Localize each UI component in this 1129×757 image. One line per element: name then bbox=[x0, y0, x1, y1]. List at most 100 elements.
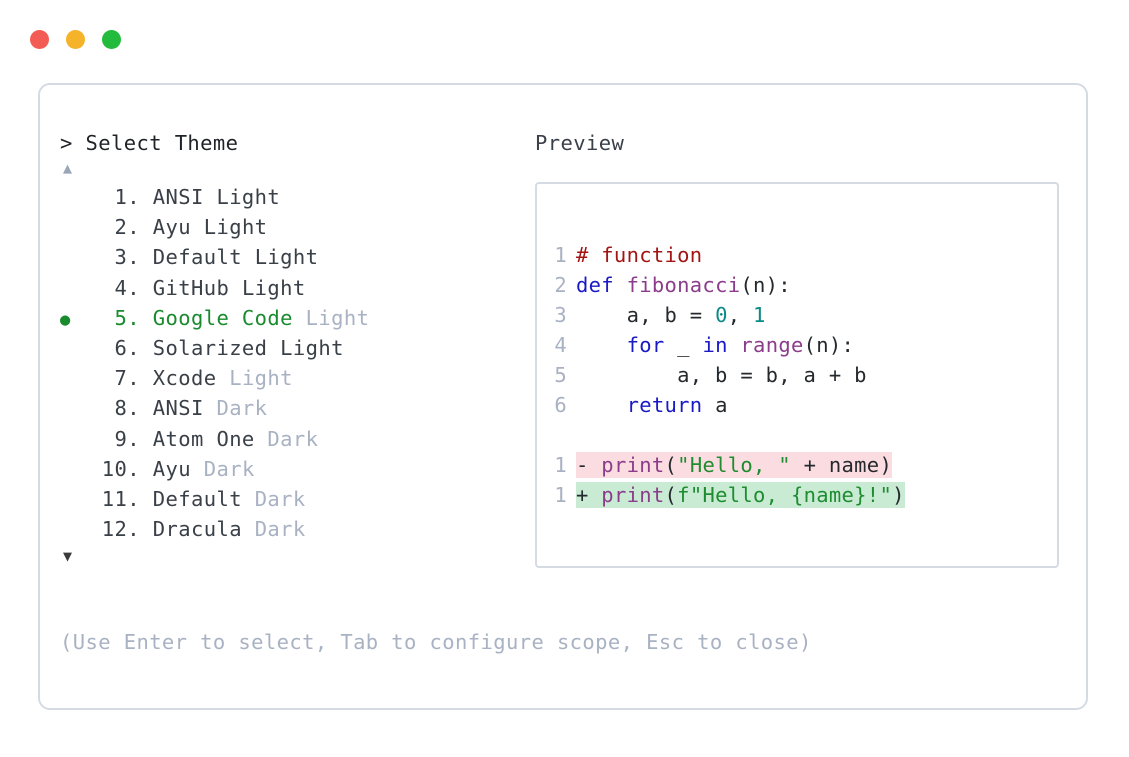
code-line: 5 a, b = b, a + b bbox=[549, 360, 1057, 390]
code-line: 3 a, b = 0, 1 bbox=[549, 300, 1057, 330]
bullet-placeholder bbox=[60, 215, 92, 243]
theme-item-variant: Dark bbox=[267, 426, 319, 451]
minimize-dot[interactable] bbox=[66, 30, 85, 49]
code-spacer bbox=[549, 420, 1057, 450]
theme-list-item[interactable]: 7. Xcode Light bbox=[60, 364, 520, 394]
code-token: in bbox=[702, 333, 728, 357]
theme-list-item[interactable]: ●5. Google Code Light bbox=[60, 304, 520, 334]
theme-item-name: Xcode bbox=[140, 366, 230, 391]
theme-item-variant: Light bbox=[203, 215, 268, 240]
code-token bbox=[728, 333, 741, 357]
bullet-placeholder bbox=[60, 396, 92, 424]
bullet-placeholder bbox=[60, 185, 92, 213]
theme-item-name: Atom One bbox=[140, 426, 268, 451]
line-number: 2 bbox=[554, 273, 567, 297]
maximize-dot[interactable] bbox=[102, 30, 121, 49]
line-number: 4 bbox=[554, 333, 567, 357]
bullet-placeholder bbox=[60, 517, 92, 545]
diff-removed-line: 1- print("Hello, " + name) bbox=[549, 450, 1057, 480]
theme-item-variant: Light bbox=[216, 185, 281, 209]
bullet-placeholder bbox=[60, 276, 92, 304]
code-token: a, b = b, a + b bbox=[576, 363, 867, 387]
diff-line-body: - print("Hello, " + name) bbox=[576, 452, 893, 478]
bullet-placeholder bbox=[60, 457, 92, 485]
preview-panel: Preview 1 # function 2 def fibonacci (n): 3 a… bbox=[535, 129, 1065, 568]
code-token: print bbox=[601, 483, 665, 507]
code-token: + name) bbox=[790, 453, 893, 477]
theme-picker-card: > Select Theme ▲ 1. ANSI Light 2. Ayu Li… bbox=[38, 83, 1088, 710]
line-number: 6 bbox=[554, 393, 567, 417]
code-token: # function bbox=[576, 243, 703, 267]
theme-list-item[interactable]: 11. Default Dark bbox=[60, 485, 520, 515]
theme-item-name: Dracula bbox=[140, 517, 255, 542]
theme-item-number: 2. bbox=[114, 215, 140, 240]
prompt-label: Select Theme bbox=[85, 131, 239, 155]
line-number: 1 bbox=[554, 243, 567, 267]
prompt-caret-icon: > bbox=[60, 131, 73, 155]
preview-code-box: 1 # function 2 def fibonacci (n): 3 a, b = 0,… bbox=[535, 182, 1059, 568]
scroll-down-arrow-icon[interactable]: ▼ bbox=[63, 547, 73, 566]
theme-list-item[interactable]: 8. ANSI Dark bbox=[60, 394, 520, 424]
code-token bbox=[576, 333, 627, 357]
theme-item-name: ANSI bbox=[140, 185, 217, 209]
theme-list-item[interactable]: 12. Dracula Dark bbox=[60, 515, 520, 545]
theme-item-number: 6. bbox=[114, 336, 140, 361]
theme-list-item[interactable]: 4. GitHub Light bbox=[60, 274, 520, 304]
theme-item-variant: Light bbox=[254, 245, 319, 270]
code-token: ( bbox=[664, 453, 678, 477]
theme-item-name: Google Code bbox=[140, 305, 306, 330]
window-controls bbox=[30, 30, 121, 49]
theme-list-item[interactable]: 9. Atom One Dark bbox=[60, 425, 520, 455]
theme-item-number: 7. bbox=[114, 366, 140, 391]
line-number: 3 bbox=[554, 303, 567, 327]
close-dot[interactable] bbox=[30, 30, 49, 49]
line-number: 1 bbox=[554, 483, 567, 507]
theme-item-name: Solarized bbox=[140, 336, 281, 361]
theme-item-name: ANSI bbox=[140, 396, 217, 421]
code-token: _ bbox=[664, 333, 703, 357]
code-line: 1 # function bbox=[549, 240, 1057, 270]
code-token: 1 bbox=[753, 303, 766, 327]
theme-item-variant: Light bbox=[229, 366, 293, 391]
page-title bbox=[73, 131, 86, 155]
theme-item-variant: Dark bbox=[254, 487, 306, 512]
theme-list-item[interactable]: 1. ANSI Light bbox=[60, 183, 520, 213]
code-token: f"Hello, {name}!" bbox=[677, 483, 893, 507]
theme-item-name: Default bbox=[140, 487, 255, 512]
code-token: def bbox=[576, 273, 627, 297]
diff-marker: + bbox=[576, 483, 602, 507]
code-token: ( bbox=[664, 483, 678, 507]
theme-list-item[interactable]: 2. Ayu Light bbox=[60, 213, 520, 243]
theme-item-variant: Dark bbox=[216, 396, 268, 421]
theme-item-name: Ayu bbox=[140, 215, 204, 240]
code-token: , bbox=[727, 303, 754, 327]
bullet-placeholder bbox=[60, 427, 92, 455]
theme-item-name: GitHub bbox=[140, 275, 242, 300]
theme-item-number: 5. bbox=[114, 305, 140, 330]
bullet-placeholder bbox=[60, 336, 92, 364]
theme-list-item[interactable]: 6. Solarized Light bbox=[60, 334, 520, 364]
code-token: a bbox=[702, 393, 728, 417]
theme-item-variant: Dark bbox=[254, 517, 306, 542]
diff-line-body: + print(f"Hello, {name}!") bbox=[576, 482, 905, 508]
code-token: return bbox=[626, 393, 703, 417]
code-line: 6 return a bbox=[549, 390, 1057, 420]
theme-item-number: 1. bbox=[114, 185, 140, 209]
code-token: fibonacci bbox=[626, 273, 741, 297]
theme-item-variant: Light bbox=[241, 275, 306, 300]
code-token: "Hello, " bbox=[677, 453, 791, 477]
theme-list-panel: > Select Theme ▲ 1. ANSI Light 2. Ayu Li… bbox=[60, 129, 520, 567]
preview-label: Preview bbox=[535, 131, 625, 155]
bullet-placeholder bbox=[60, 487, 92, 515]
code-token: range bbox=[740, 333, 804, 357]
theme-list-item[interactable]: 3. Default Light bbox=[60, 243, 520, 273]
line-number: 5 bbox=[554, 363, 567, 387]
code-token: (n): bbox=[803, 333, 855, 357]
scroll-up-arrow-icon[interactable]: ▲ bbox=[63, 159, 73, 177]
theme-item-name: Default bbox=[140, 245, 255, 270]
theme-item-number: 12. bbox=[101, 517, 140, 542]
theme-list-item[interactable]: 10. Ayu Dark bbox=[60, 455, 520, 485]
code-token bbox=[576, 393, 627, 417]
theme-item-number: 10. bbox=[101, 456, 140, 481]
